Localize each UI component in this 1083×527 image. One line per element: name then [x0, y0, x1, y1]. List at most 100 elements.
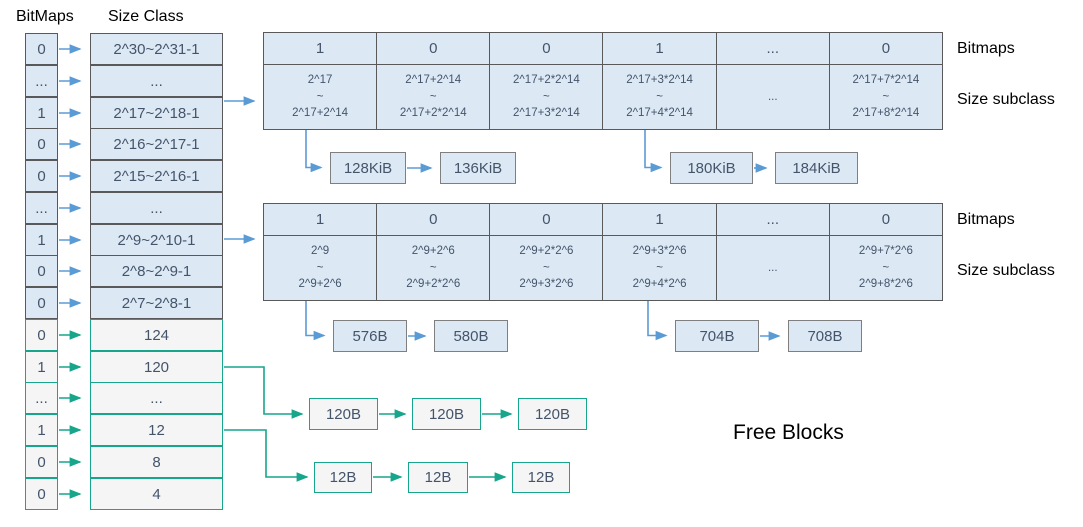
free-blocks-label: Free Blocks — [733, 421, 844, 444]
range-top: 2^9+2*2^6 — [519, 244, 574, 257]
range-tilde: ~ — [543, 261, 550, 274]
subclass-bit: 1 — [603, 33, 716, 64]
free-block-120b: 120B — [518, 398, 587, 430]
range-top: 2^9+3*2^6 — [632, 244, 687, 257]
size-class-cell: 12 — [90, 414, 223, 446]
range-tilde: ~ — [316, 90, 324, 103]
subclass-bit: 0 — [829, 33, 942, 64]
free-block-120b: 120B — [309, 398, 378, 430]
range-top: 2^9+2^6 — [411, 244, 455, 257]
bitmap-cell: ... — [25, 382, 58, 414]
size-class-cell: 2^15~2^16-1 — [90, 160, 223, 192]
range-bottom: 2^17+8*2^14 — [852, 107, 920, 120]
subclass-range: 2^17+7*2^14 ~ 2^17+8*2^14 — [829, 65, 942, 129]
free-block-580b: 580B — [434, 320, 508, 352]
bitmap-cell: ... — [25, 65, 58, 97]
free-block-120b: 120B — [412, 398, 481, 430]
subclass-table-2-9: 1 0 0 1 ... 0 2^9 ~ 2^9+2^6 2^9+2^6 ~ 2^… — [263, 203, 943, 301]
range-bottom: 2^9+2^6 — [298, 278, 342, 291]
range-top: 2^9+7*2^6 — [858, 244, 913, 257]
subclass-bit: 0 — [377, 33, 490, 64]
range-tilde: ~ — [656, 261, 663, 274]
subclass-range: ... — [716, 236, 829, 300]
range-tilde: ... — [767, 261, 778, 274]
free-block-704b: 704B — [675, 320, 759, 352]
range-bottom: 2^9+3*2^6 — [519, 278, 574, 291]
subclass-bit: 0 — [490, 204, 603, 235]
subclass-range: 2^9 ~ 2^9+2^6 — [264, 236, 377, 300]
size-class-cell: 2^30~2^31-1 — [90, 33, 223, 65]
subclass-range: 2^17+2^14 ~ 2^17+2*2^14 — [377, 65, 490, 129]
range-tilde: ... — [767, 90, 778, 103]
subclass-range: 2^17+3*2^14 ~ 2^17+4*2^14 — [603, 65, 716, 129]
table1-bitmaps-label: Bitmaps — [957, 40, 1015, 57]
bitmap-cell: 0 — [25, 160, 58, 192]
size-class-cell: ... — [90, 382, 223, 414]
range-tilde: ~ — [543, 90, 550, 103]
range-top: 2^17+2*2^14 — [513, 73, 580, 86]
free-block-576b: 576B — [333, 320, 407, 352]
subclass-bit: 1 — [603, 204, 716, 235]
range-bottom: 2^17+3*2^14 — [513, 107, 580, 120]
subclass-bit: 1 — [264, 204, 377, 235]
subclass-range: ... — [716, 65, 829, 129]
subclass-range: 2^17 ~ 2^17+2^14 — [264, 65, 377, 129]
subclass-bit: 0 — [829, 204, 942, 235]
bitmap-cell: 1 — [25, 224, 58, 256]
free-block-136kib: 136KiB — [440, 152, 516, 184]
size-class-column-header: Size Class — [108, 8, 184, 25]
bitmap-cell: 0 — [25, 128, 58, 160]
subclass-bit: ... — [716, 204, 829, 235]
size-class-cell: ... — [90, 65, 223, 97]
free-block-180kib: 180KiB — [670, 152, 753, 184]
range-tilde: ~ — [882, 90, 890, 103]
range-bottom: 2^17+2^14 — [292, 107, 349, 120]
size-class-cell: 120 — [90, 351, 223, 383]
size-class-cell: 8 — [90, 446, 223, 478]
range-bottom: 2^9+2*2^6 — [406, 278, 461, 291]
bitmap-cell: 1 — [25, 351, 58, 383]
bitmap-cell: 0 — [25, 33, 58, 65]
range-top: 2^9 — [310, 244, 330, 257]
subclass-range: 2^9+7*2^6 ~ 2^9+8*2^6 — [829, 236, 942, 300]
bitmap-cell: 0 — [25, 478, 58, 510]
range-bottom: 2^9+4*2^6 — [632, 278, 687, 291]
size-class-cell: 2^9~2^10-1 — [90, 224, 223, 256]
free-block-12b: 12B — [512, 462, 570, 493]
subclass-bit: 0 — [490, 33, 603, 64]
range-bottom: 2^17+4*2^14 — [626, 107, 693, 120]
size-class-cell: 2^17~2^18-1 — [90, 97, 223, 129]
subclass-bit: 1 — [264, 33, 377, 64]
subclass-range: 2^9+3*2^6 ~ 2^9+4*2^6 — [603, 236, 716, 300]
bitmap-cell: 1 — [25, 414, 58, 446]
bitmap-cell: 0 — [25, 319, 58, 351]
subclass-table-2-17: 1 0 0 1 ... 0 2^17 ~ 2^17+2^14 2^17+2^14… — [263, 32, 943, 130]
table2-subclass-label: Size subclass — [957, 262, 1055, 279]
subclass-bit: ... — [716, 33, 829, 64]
table2-bitmaps-label: Bitmaps — [957, 211, 1015, 228]
range-tilde: ~ — [656, 90, 663, 103]
bitmap-cell: ... — [25, 192, 58, 224]
range-top: 2^17+2^14 — [405, 73, 462, 86]
range-tilde: ~ — [882, 261, 890, 274]
size-class-cell: 2^16~2^17-1 — [90, 128, 223, 160]
bitmap-cell: 1 — [25, 97, 58, 129]
size-class-cell: ... — [90, 192, 223, 224]
range-tilde: ~ — [316, 261, 324, 274]
range-bottom: 2^17+2*2^14 — [399, 107, 467, 120]
subclass-range: 2^17+2*2^14 ~ 2^17+3*2^14 — [490, 65, 603, 129]
range-top: 2^17+3*2^14 — [626, 73, 693, 86]
range-top: 2^17 — [307, 73, 333, 86]
bitmap-cell: 0 — [25, 255, 58, 287]
range-tilde: ~ — [429, 261, 437, 274]
free-block-12b: 12B — [314, 462, 372, 493]
free-block-128kib: 128KiB — [330, 152, 406, 184]
subclass-range: 2^9+2^6 ~ 2^9+2*2^6 — [377, 236, 490, 300]
size-class-cell: 2^7~2^8-1 — [90, 287, 223, 319]
free-block-12b: 12B — [408, 462, 468, 493]
range-tilde: ~ — [429, 90, 437, 103]
bitmap-cell: 0 — [25, 446, 58, 478]
subclass-range: 2^9+2*2^6 ~ 2^9+3*2^6 — [490, 236, 603, 300]
bitmap-cell: 0 — [25, 287, 58, 319]
